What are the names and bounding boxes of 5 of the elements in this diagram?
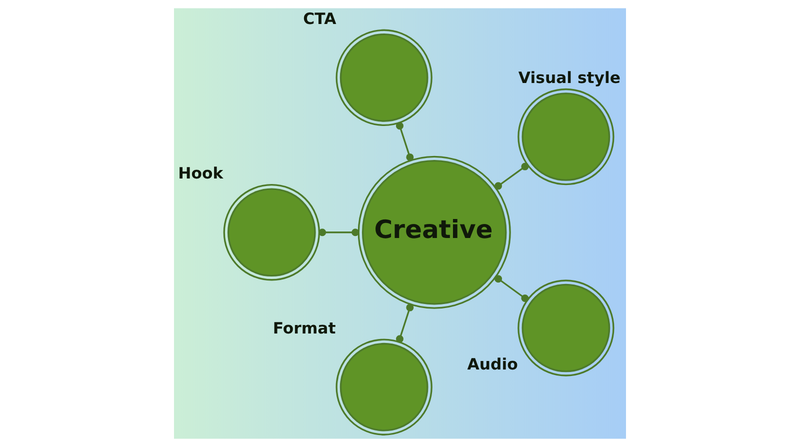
node-label: Visual style xyxy=(518,68,620,87)
node-label: CTA xyxy=(303,8,336,28)
node-label: Format xyxy=(272,318,336,338)
node-label: Audio xyxy=(467,354,518,374)
node-label: Hook xyxy=(178,164,224,183)
